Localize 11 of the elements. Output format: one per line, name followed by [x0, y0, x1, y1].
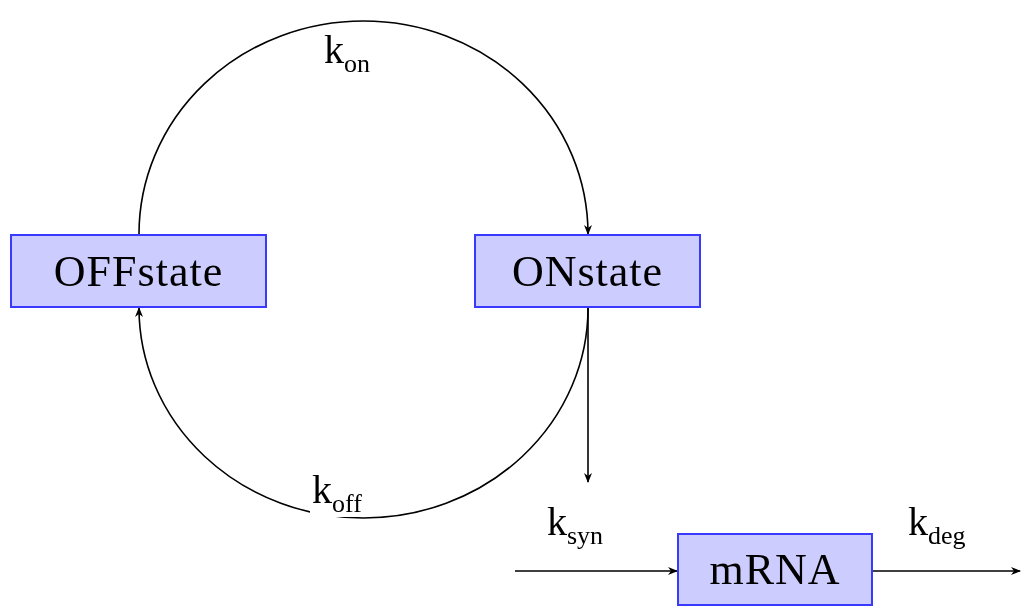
- node-label: ONstate: [511, 245, 664, 297]
- arrow: [584, 307, 592, 483]
- node-label: OFFstate: [53, 245, 224, 297]
- arrow: [138, 20, 592, 235]
- state-box: [474, 234, 701, 308]
- arrow: [872, 567, 1021, 575]
- node-label: mRNA: [709, 544, 841, 595]
- state-box: [677, 533, 873, 606]
- state-box: [10, 234, 267, 308]
- arrow: [514, 567, 678, 575]
- arrow: [135, 307, 589, 519]
